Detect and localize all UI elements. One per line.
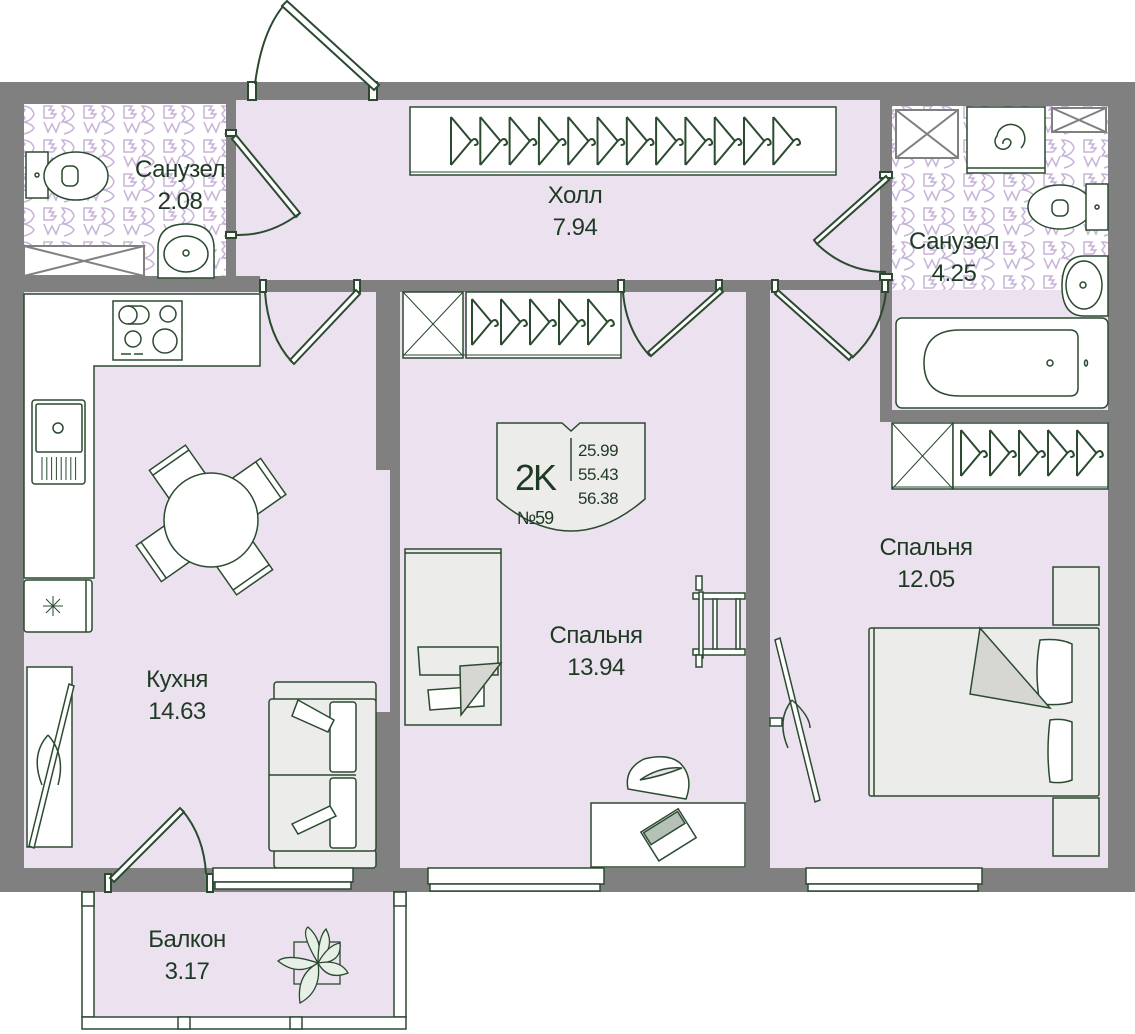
room-name: Спальня — [879, 534, 973, 561]
room-area: 4.25 — [931, 260, 977, 287]
door-bedroom-right[interactable] — [771, 279, 889, 362]
apartment-number: №59 — [516, 508, 554, 528]
room-name: Кухня — [146, 666, 208, 693]
cooktop — [112, 300, 183, 361]
hanger-icon — [508, 116, 538, 166]
room-area: 2.08 — [157, 188, 203, 215]
hanger-icon — [471, 298, 499, 346]
door-kitchen[interactable] — [259, 279, 362, 366]
total-area: 55.43 — [578, 465, 619, 484]
label-hall: Холл 7.94 — [505, 180, 645, 244]
clothes-rack — [692, 575, 746, 668]
room-name: Санузел — [909, 228, 1000, 255]
sink-small — [157, 223, 215, 279]
bedroom-center-wardrobe — [402, 291, 622, 359]
door-bath-large[interactable] — [812, 171, 893, 281]
label-bath-small: Санузел 2.08 — [110, 154, 250, 218]
hanger-icon — [567, 116, 596, 166]
kitchen-sofa — [268, 681, 377, 869]
hanger-icon — [1076, 429, 1104, 477]
fridge — [23, 579, 93, 633]
hanger-icon — [529, 298, 557, 346]
door-bath-small[interactable] — [225, 129, 302, 239]
bedroom-tv — [769, 636, 821, 804]
hanger-icon — [743, 116, 772, 166]
window-bedroom-right — [805, 867, 983, 885]
hanger-icon — [537, 116, 567, 166]
interior-walls — [0, 100, 1135, 890]
bathtub — [895, 317, 1109, 409]
room-area: 7.94 — [552, 214, 598, 241]
kitchen-tv — [26, 666, 75, 850]
vent-shaft-small — [23, 245, 145, 277]
label-kitchen: Кухня 14.63 — [107, 664, 247, 728]
apartment-badge — [496, 422, 646, 532]
room-area: 14.63 — [148, 698, 206, 725]
door-bedroom-center[interactable] — [617, 279, 725, 358]
hanger-icon — [772, 116, 802, 166]
washing-machine — [966, 106, 1046, 174]
entrance-door[interactable] — [247, 0, 381, 101]
single-bed — [404, 548, 503, 726]
hanger-icon — [1018, 429, 1046, 477]
label-bedroom-right: Спальня 12.05 — [846, 532, 1006, 596]
hanger-icon — [450, 116, 479, 166]
balcony-railing — [81, 891, 407, 1030]
room-name: Холл — [547, 182, 603, 209]
hanger-icon — [625, 116, 655, 166]
hanger-icon — [655, 116, 684, 166]
toilet-large — [1027, 183, 1109, 231]
label-balcony: Балкон 3.17 — [117, 924, 257, 988]
window-bedroom-center — [427, 867, 605, 885]
windows — [212, 867, 983, 892]
total-area-with-balcony: 56.38 — [578, 489, 619, 508]
vent-shafts-large — [895, 107, 1107, 159]
floor-balcony — [94, 892, 394, 1017]
desk — [590, 756, 746, 868]
room-name: Санузел — [135, 156, 226, 183]
room-area: 13.94 — [567, 654, 625, 681]
hanger-icon — [587, 298, 615, 346]
label-bath-large: Санузел 4.25 — [884, 226, 1024, 290]
room-name: Спальня — [549, 622, 643, 649]
plant-icon — [276, 926, 349, 1005]
hanger-icon — [1047, 429, 1075, 477]
hanger-icon — [684, 116, 714, 166]
hanger-icon — [596, 116, 626, 166]
door-balcony[interactable] — [104, 806, 214, 893]
double-bed — [868, 566, 1100, 857]
hall-wardrobe — [409, 106, 837, 176]
hanger-icon — [500, 298, 528, 346]
dining-table — [135, 444, 287, 596]
hanger-icon — [989, 429, 1017, 477]
room-name: Балкон — [148, 926, 226, 953]
hanger-icon — [558, 298, 586, 346]
room-area: 3.17 — [164, 958, 210, 985]
hanger-icon — [713, 116, 743, 166]
kitchen-sink — [31, 399, 86, 485]
window-kitchen — [212, 867, 354, 883]
bedroom-right-wardrobe — [891, 422, 1109, 490]
hanger-icon — [960, 429, 988, 477]
apartment-type: 2K — [514, 457, 557, 498]
hanger-icon — [479, 116, 509, 166]
living-area: 25.99 — [578, 441, 619, 460]
toilet-small — [25, 151, 109, 201]
kitchen-counter — [23, 293, 261, 579]
sink-large — [1061, 255, 1109, 317]
label-bedroom-center: Спальня 13.94 — [516, 620, 676, 684]
room-area: 12.05 — [897, 566, 955, 593]
